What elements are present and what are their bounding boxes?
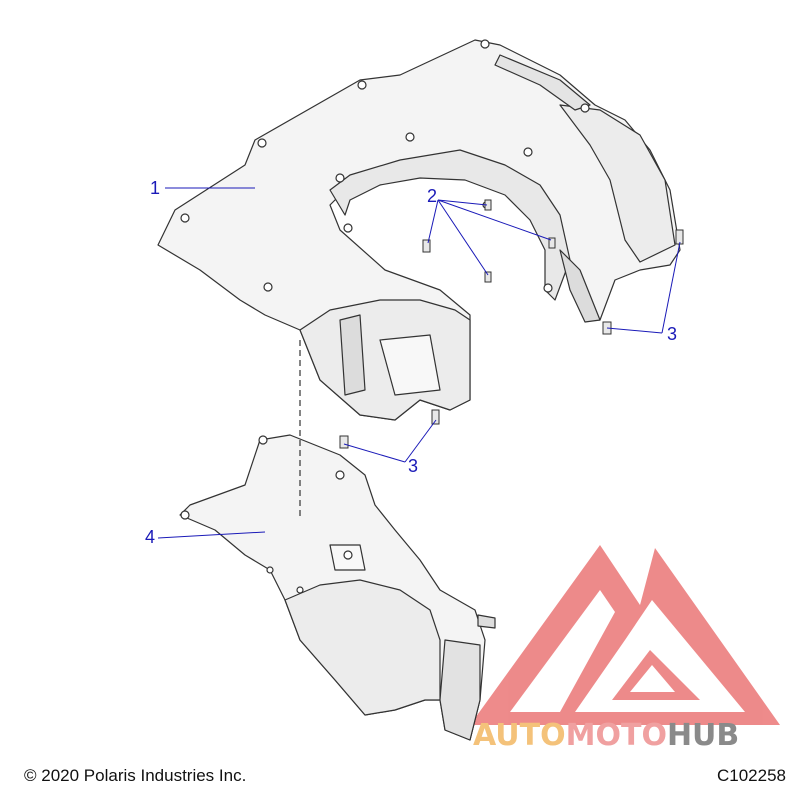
callout-4: 4	[145, 527, 156, 547]
document-number: C102258	[716, 766, 786, 785]
copyright-text: © 2020 Polaris Industries Inc.	[24, 766, 247, 785]
part-1-front-panel	[157, 39, 681, 421]
leader-lines	[157, 187, 681, 539]
watermark-text: AUTOMOTOHUB	[473, 718, 739, 753]
callout-2: 2	[427, 186, 438, 206]
watermark-moto: MOTO	[565, 718, 667, 753]
part-4-lower-panel	[179, 434, 496, 741]
watermark-hub: HUB	[666, 718, 740, 753]
callout-3-lower: 3	[408, 456, 419, 476]
callout-1: 1	[150, 178, 161, 198]
callout-3-right: 3	[667, 324, 678, 344]
fastener-2-screws	[422, 199, 556, 283]
automotohub-logo-icon	[470, 545, 780, 725]
watermark-auto: AUTO	[473, 718, 566, 753]
